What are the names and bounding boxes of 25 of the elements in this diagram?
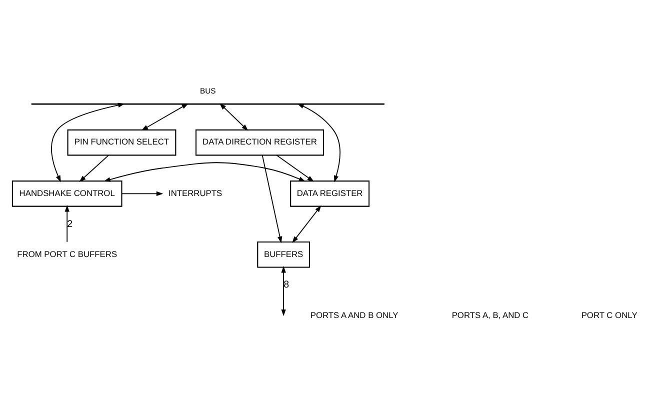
arrow <box>51 102 125 182</box>
node-box: DATA DIRECTION REGISTER <box>195 128 324 156</box>
arrow <box>281 266 286 316</box>
arrow <box>276 154 314 182</box>
edge-label: 2 <box>67 218 73 230</box>
arrow <box>79 154 109 182</box>
arrow <box>292 204 322 242</box>
node-text: BUS <box>200 86 216 95</box>
node-box: DATA REGISTER <box>290 180 370 206</box>
arrow <box>104 162 306 182</box>
arrow <box>141 102 188 130</box>
arrow <box>121 190 164 196</box>
node-box: HANDSHAKE CONTROL <box>12 180 122 206</box>
label: PORTS A AND B ONLY <box>310 309 398 320</box>
node-box: BUFFERS <box>257 241 310 268</box>
edge-label: 8 <box>284 279 290 290</box>
arrow <box>64 204 70 242</box>
label: PORTS A, B, AND C <box>452 309 529 320</box>
node-box: PIN FUNCTION SELECT <box>67 128 176 156</box>
label: PORT C ONLY <box>581 309 638 320</box>
arrow <box>262 154 282 243</box>
arrow <box>297 102 340 182</box>
arrow <box>219 102 248 130</box>
node-text: INTERRUPTS <box>168 187 222 198</box>
node-text: FROM PORT C BUFFERS <box>17 248 118 258</box>
